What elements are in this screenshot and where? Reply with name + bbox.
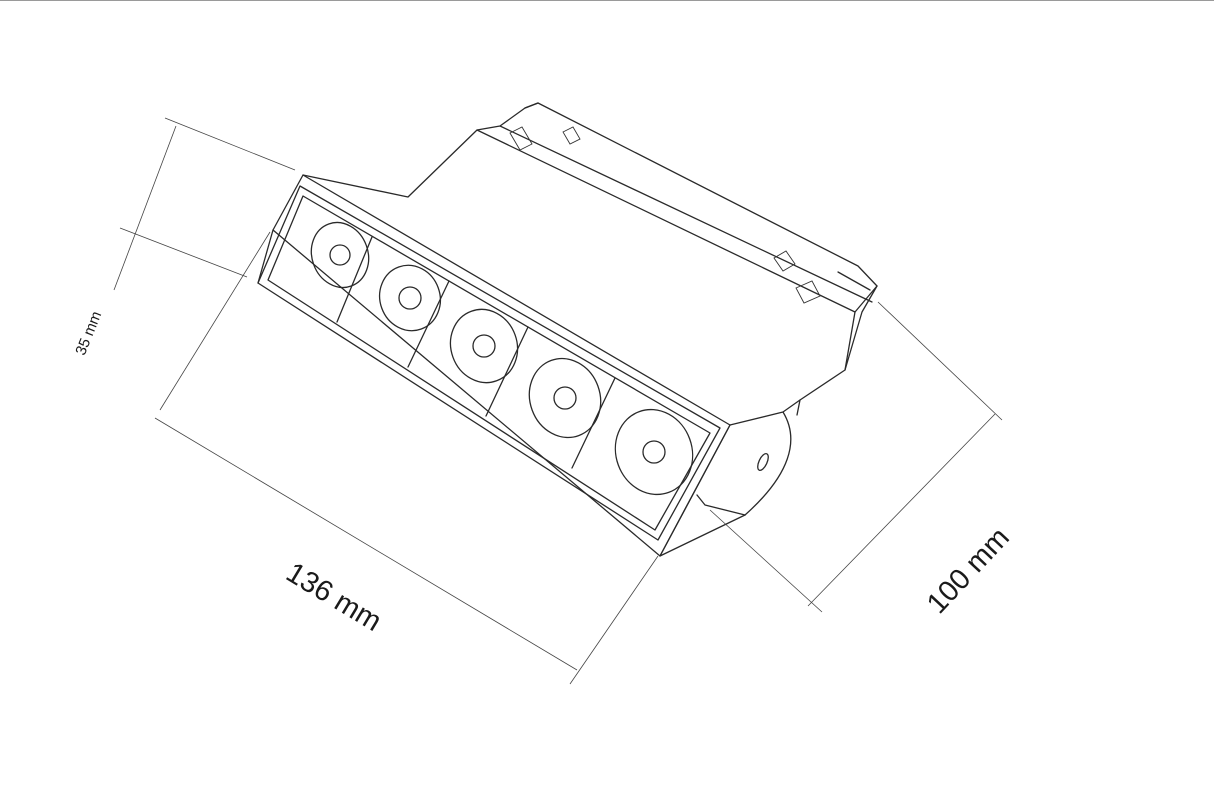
led-lens-4 bbox=[528, 357, 602, 439]
led-lens-3 bbox=[449, 308, 519, 384]
depth-dimension: 100 mm bbox=[709, 301, 1016, 620]
led-head bbox=[257, 174, 731, 557]
led-emitter bbox=[553, 386, 577, 410]
pivot-screw bbox=[757, 453, 769, 471]
led-lens-1 bbox=[310, 221, 370, 289]
side-body bbox=[659, 285, 878, 557]
led-reflector bbox=[449, 308, 519, 384]
length-dimension: 136 mm bbox=[154, 231, 659, 685]
led-reflector bbox=[528, 357, 602, 439]
length-dimension-label: 136 mm bbox=[280, 557, 386, 638]
adapter-slot-3 bbox=[773, 250, 796, 272]
led-emitter bbox=[642, 440, 666, 464]
depth-dimension-label: 100 mm bbox=[921, 522, 1016, 620]
led-reflector bbox=[614, 408, 694, 496]
led-lens-5 bbox=[614, 408, 694, 496]
led-lens-2 bbox=[378, 264, 442, 332]
led-reflector bbox=[378, 264, 442, 332]
height-dimension: 35 mm bbox=[72, 117, 296, 358]
height-dimension-label: 35 mm bbox=[72, 309, 105, 358]
adapter-slot-4 bbox=[795, 280, 821, 304]
led-array bbox=[310, 221, 694, 496]
led-emitter bbox=[329, 244, 351, 266]
adapter-slot-1 bbox=[509, 126, 533, 151]
led-reflector bbox=[310, 221, 370, 289]
led-emitter bbox=[472, 334, 496, 358]
adapter-slot-2 bbox=[562, 126, 581, 145]
led-emitter bbox=[398, 286, 422, 310]
track-adapter bbox=[302, 102, 878, 313]
